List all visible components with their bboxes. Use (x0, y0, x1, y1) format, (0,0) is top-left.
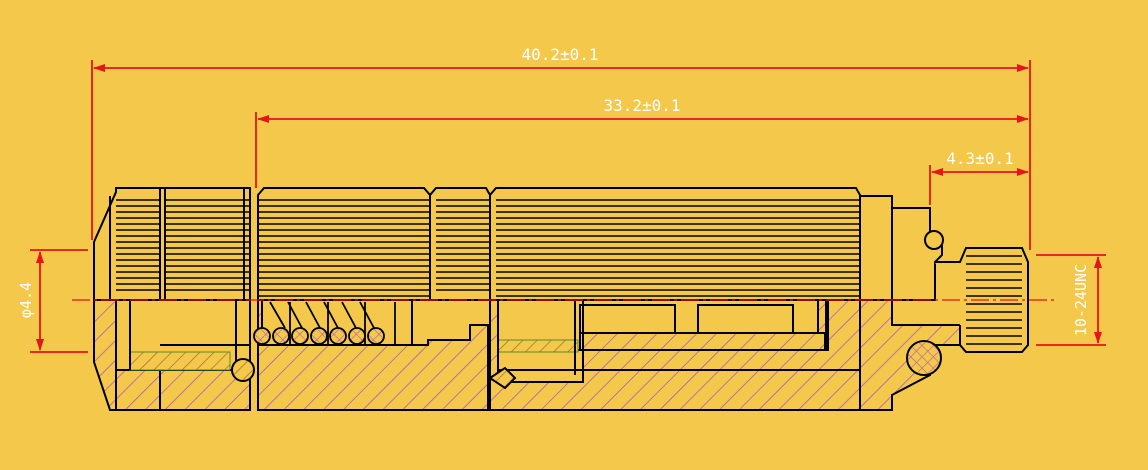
dim-inner-length: 33.2±0.1 (603, 96, 680, 115)
knurl-main-body (496, 199, 860, 297)
dim-thread-spec: 10-24UNC (1072, 264, 1090, 336)
knurl-left-cap (116, 199, 250, 291)
detent-ball-right (906, 340, 942, 376)
dim-tip-length: 4.3±0.1 (946, 149, 1013, 168)
section-view (93, 299, 961, 411)
dim-overall-length: 40.2±0.1 (521, 45, 598, 64)
knurl-middle-sleeve (258, 199, 490, 297)
spring-coils (253, 301, 396, 345)
dimension-lines (30, 60, 1106, 353)
detent-ball-left (231, 358, 255, 382)
dim-left-diameter: φ4.4 (17, 282, 35, 318)
thread-tip (966, 255, 1022, 345)
